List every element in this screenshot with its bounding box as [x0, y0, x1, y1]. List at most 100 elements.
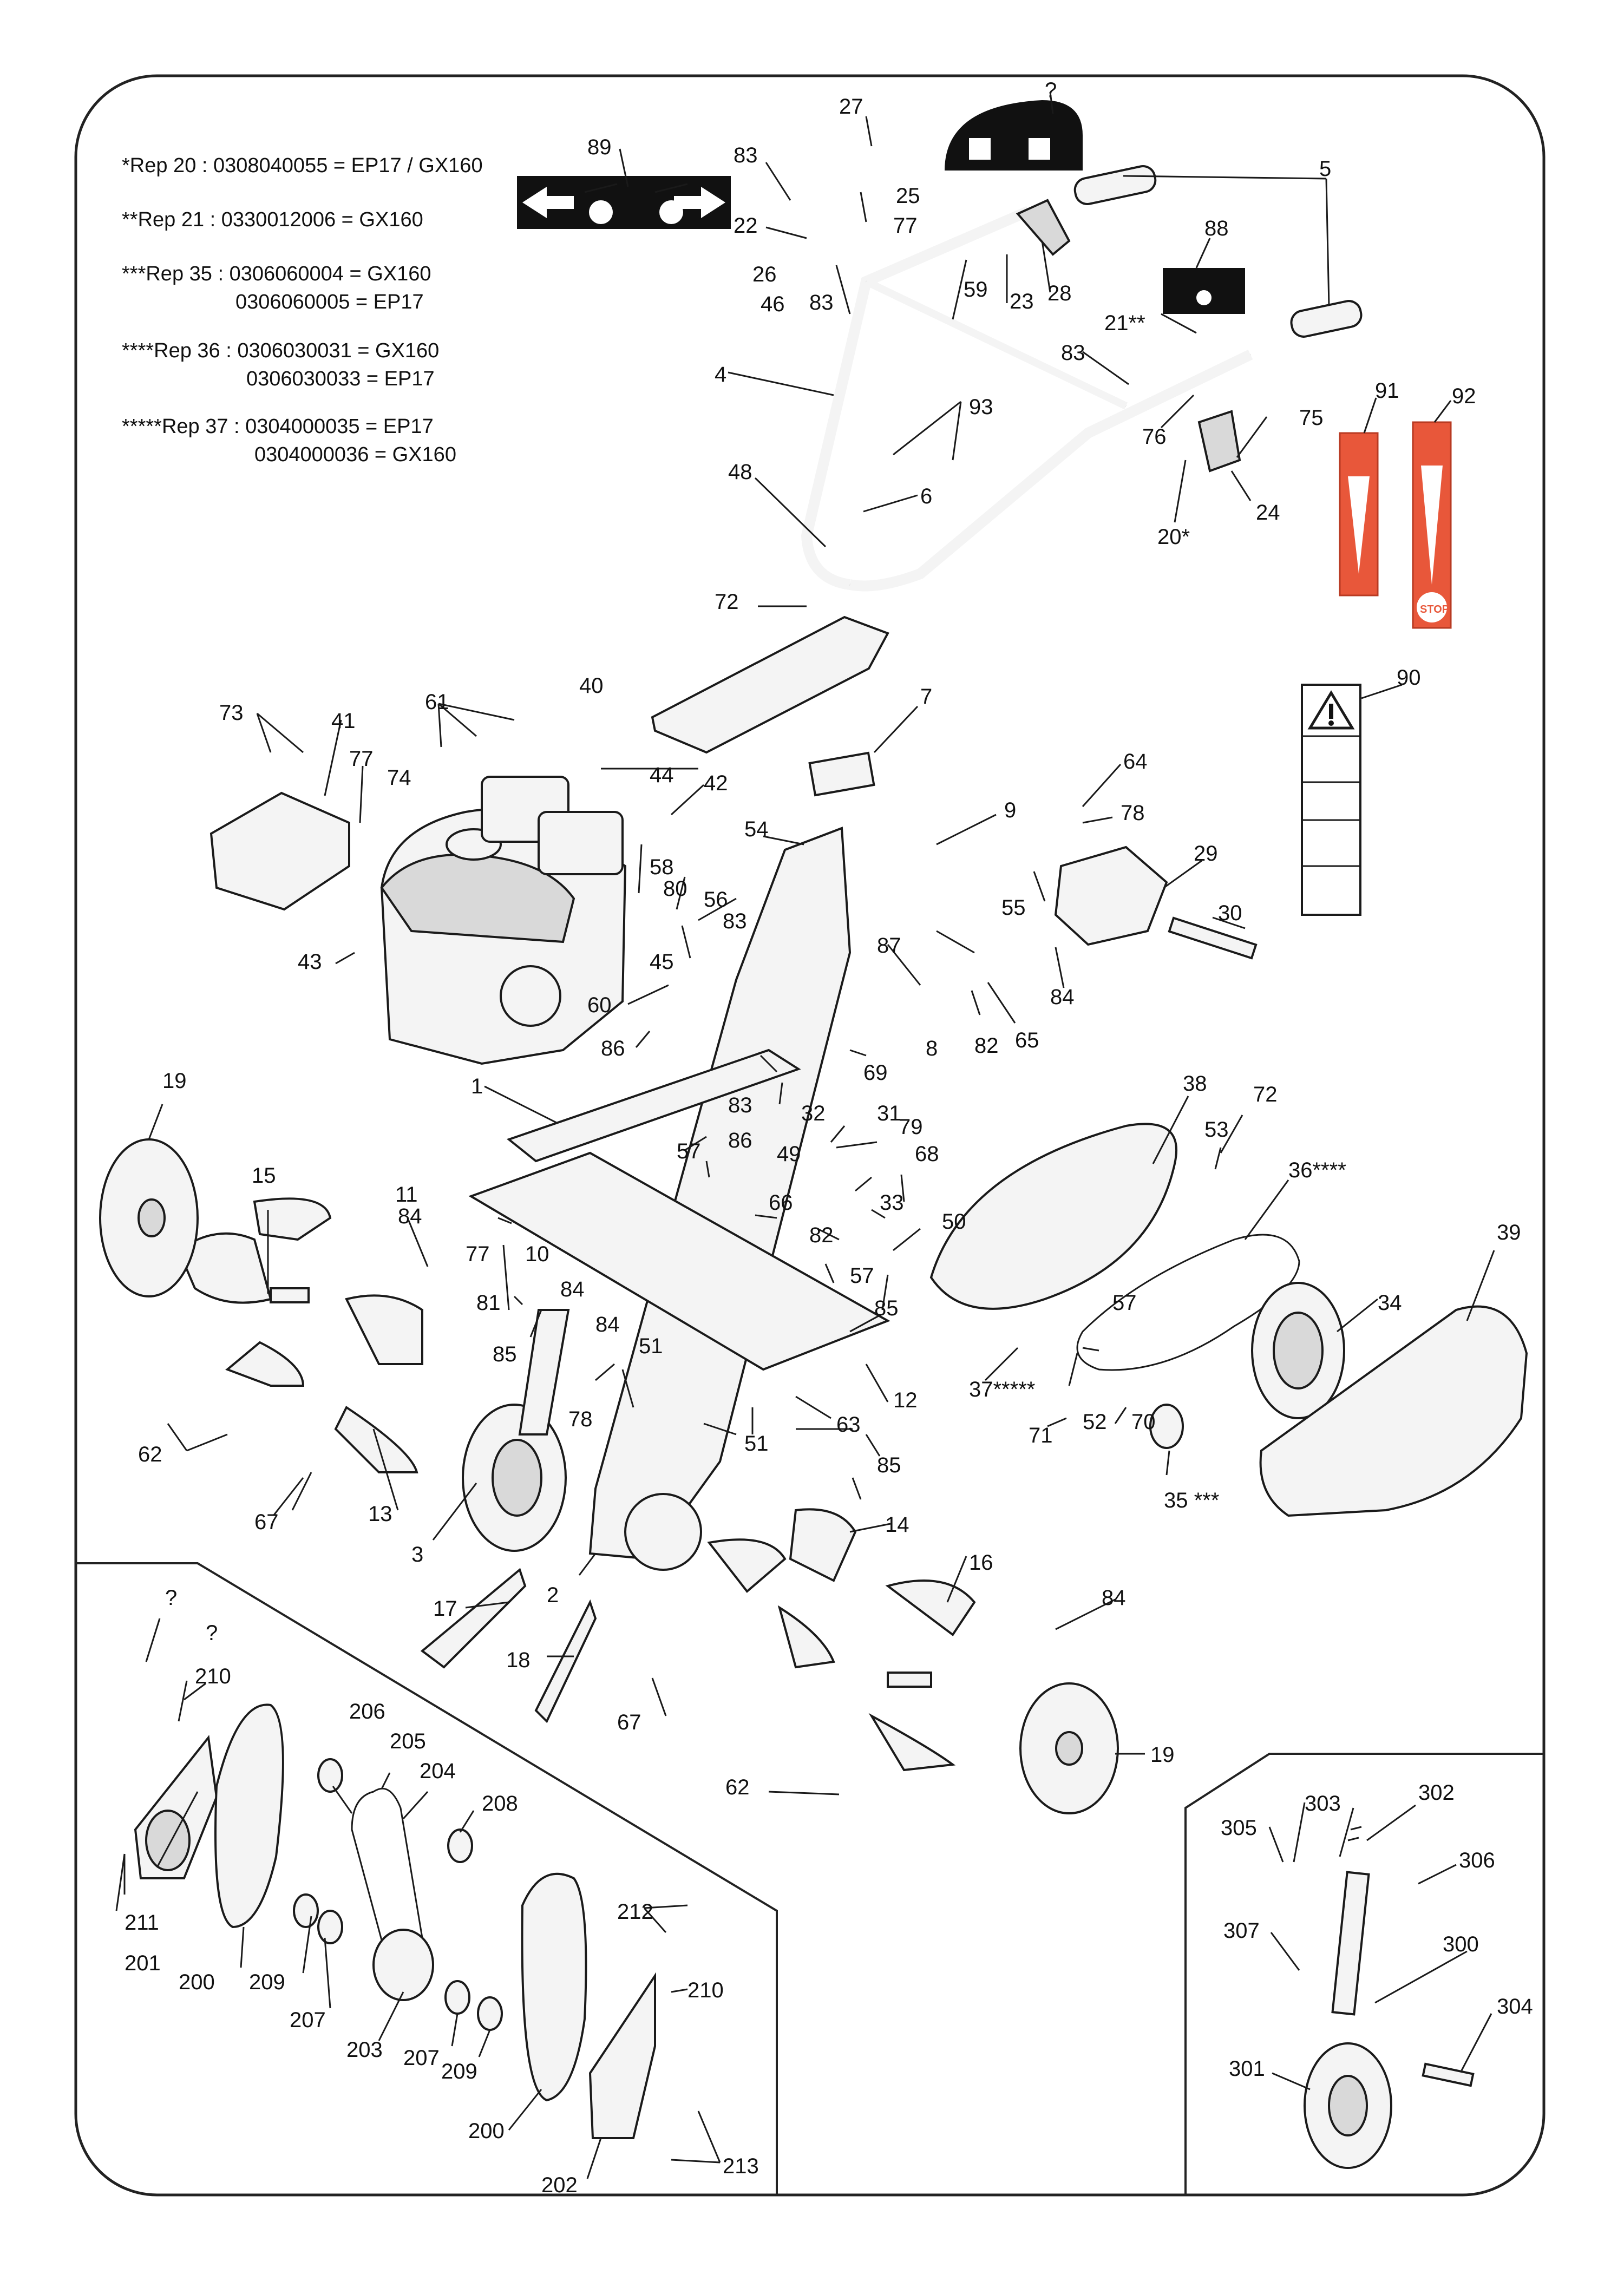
callout-label: 2 — [547, 1583, 559, 1607]
callout-label: 77 — [893, 214, 918, 238]
callout-label: 209 — [249, 1970, 285, 1994]
callout-label: 57 — [850, 1264, 874, 1288]
callout-label: 83 — [728, 1093, 752, 1117]
axle-bolt — [1422, 2062, 1475, 2087]
callout-label: 209 — [441, 2060, 477, 2083]
drive-shaft — [1168, 916, 1258, 960]
callout-label: 49 — [777, 1142, 801, 1166]
note-line: 0306030033 = EP17 — [246, 368, 435, 390]
callout-label: 90 — [1397, 666, 1421, 690]
callout-label: 210 — [687, 1978, 724, 2002]
callout-label: 32 — [801, 1102, 826, 1125]
gear-housing-200b — [521, 1872, 587, 2102]
callout-label: 34 — [1378, 1291, 1402, 1315]
callout-label: 208 — [482, 1792, 518, 1815]
callout-label: ? — [1045, 78, 1057, 102]
callout-label: 4 — [715, 363, 726, 386]
callout-label: 69 — [863, 1061, 888, 1085]
note-line: ****Rep 36 : 0306030031 = GX160 — [122, 339, 439, 362]
callout-label: 75 — [1299, 406, 1324, 430]
callout-label: 86 — [601, 1037, 625, 1060]
callout-label: 77 — [466, 1242, 490, 1266]
callout-label: 89 — [587, 135, 612, 159]
callout-label: 85 — [493, 1342, 517, 1366]
callout-label: 211 — [125, 1911, 159, 1935]
bearing — [317, 1910, 343, 1944]
callout-label: 93 — [969, 395, 993, 419]
callout-label: 15 — [252, 1164, 276, 1188]
callout-label: 35 *** — [1164, 1489, 1219, 1512]
callout-label: 79 — [899, 1115, 923, 1139]
callout-label: 307 — [1223, 1919, 1260, 1943]
callout-label: 207 — [290, 2008, 326, 2032]
tiller-right — [707, 1508, 976, 1772]
callout-label: 60 — [587, 993, 612, 1017]
callout-label: 84 — [1102, 1586, 1126, 1610]
callout-label: 52 — [1083, 1410, 1107, 1434]
callout-label: 74 — [387, 766, 411, 790]
callout-label: 21** — [1104, 311, 1145, 335]
callout-label: 203 — [346, 2038, 383, 2062]
callout-label: 206 — [349, 1700, 385, 1723]
callout-label: 14 — [885, 1513, 909, 1537]
callout-label: 83 — [723, 909, 747, 933]
callout-label: 53 — [1204, 1118, 1229, 1142]
upper-guard — [651, 615, 889, 754]
callout-label: ? — [206, 1621, 218, 1645]
gear-decal — [1163, 268, 1245, 314]
callout-label: 78 — [568, 1407, 593, 1431]
callout-label: 91 — [1375, 379, 1399, 403]
callout-label: 70 — [1131, 1410, 1156, 1434]
callout-label: 51 — [639, 1334, 663, 1358]
callout-label: 86 — [728, 1129, 752, 1152]
callout-label: 84 — [560, 1277, 585, 1301]
callout-label: 202 — [541, 2173, 578, 2197]
callout-label: 82 — [809, 1223, 834, 1247]
callout-label: 200 — [179, 1970, 215, 1994]
callout-label: 300 — [1443, 1932, 1479, 1956]
gearbox — [1054, 845, 1168, 946]
callout-label: 31 — [877, 1102, 901, 1125]
callout-label: 66 — [769, 1191, 793, 1215]
stop-label: STOP — [1420, 604, 1449, 615]
callout-label: 303 — [1305, 1792, 1341, 1815]
callout-label: 78 — [1121, 801, 1145, 825]
callout-label: 3 — [411, 1543, 423, 1567]
callout-label: 83 — [1061, 341, 1085, 365]
callout-label: 48 — [728, 460, 752, 484]
handlebar — [801, 206, 1253, 592]
callout-label: 85 — [877, 1453, 901, 1477]
chassis-plate — [506, 1048, 801, 1163]
callout-label: 18 — [506, 1648, 531, 1672]
bearing — [477, 1996, 503, 2031]
callout-label: 10 — [525, 1242, 549, 1266]
callout-label: 17 — [433, 1597, 457, 1621]
callout-label: 305 — [1221, 1816, 1257, 1840]
callout-label: 27 — [839, 95, 863, 119]
bearing — [444, 1980, 470, 2015]
callout-label: 212 — [617, 1900, 653, 1924]
chain-guard — [929, 1123, 1178, 1310]
note-line: **Rep 21 : 0330012006 = GX160 — [122, 208, 423, 231]
callout-label: 65 — [1015, 1028, 1039, 1052]
callout-label: 19 — [162, 1069, 187, 1093]
callout-label: 42 — [704, 771, 728, 795]
callout-label: 25 — [896, 184, 920, 208]
leader-lines — [115, 91, 1495, 2179]
callout-label: 83 — [734, 143, 758, 167]
callout-label: 84 — [595, 1313, 620, 1336]
callout-label: 62 — [725, 1775, 750, 1799]
callout-label: 23 — [1010, 290, 1034, 313]
callout-label: 201 — [125, 1951, 161, 1975]
wheel-inset-divider — [1184, 1753, 1544, 2195]
callout-label: 81 — [476, 1291, 501, 1315]
callout-label: 57 — [1112, 1291, 1137, 1315]
callout-label: 62 — [138, 1443, 162, 1466]
callout-label: 8 — [926, 1037, 938, 1060]
callout-label: 56 — [704, 888, 728, 912]
wheel-bracket — [1331, 1871, 1370, 2016]
callout-label: 67 — [254, 1510, 279, 1534]
callout-label: 85 — [874, 1296, 899, 1320]
sprocket — [372, 1929, 434, 2001]
callout-label: 51 — [744, 1432, 769, 1456]
